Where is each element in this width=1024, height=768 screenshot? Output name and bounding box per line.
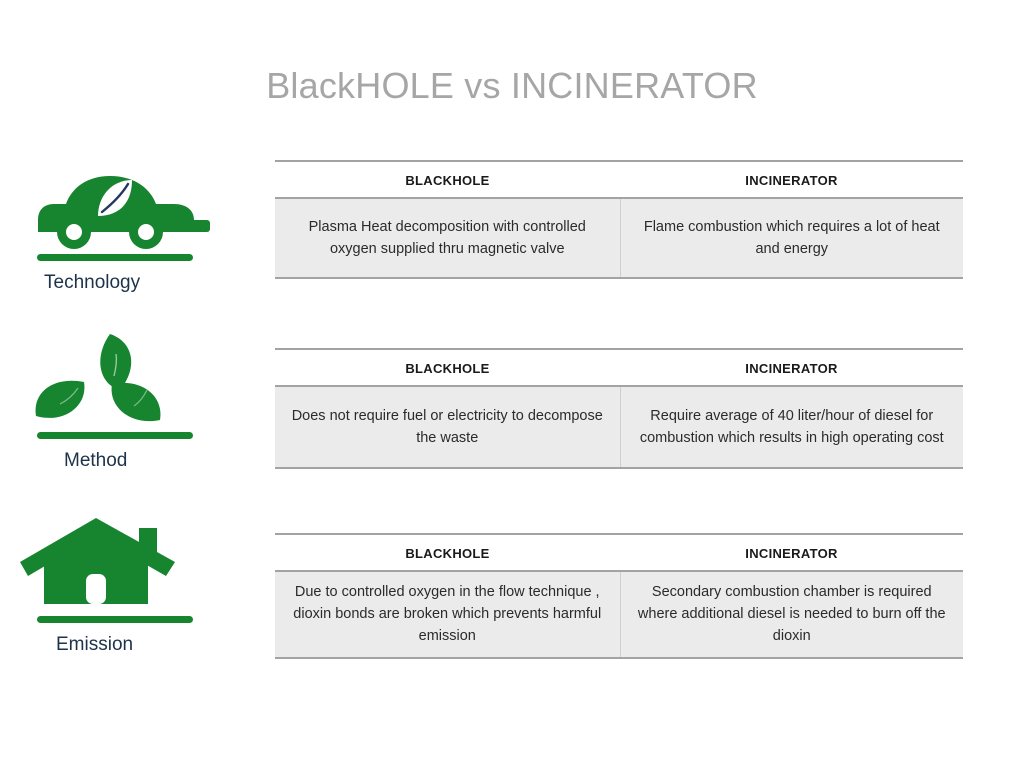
column-header-incinerator: INCINERATOR (620, 348, 963, 387)
page-title: BlackHOLE vs INCINERATOR (266, 65, 758, 106)
cell-incinerator-method: Require average of 40 liter/hour of dies… (620, 386, 963, 469)
eco-car-icon (14, 162, 214, 254)
comparison-table-method: BLACKHOLE INCINERATOR Does not require f… (275, 348, 963, 469)
icon-underline-method (37, 432, 193, 439)
column-header-incinerator: INCINERATOR (620, 533, 963, 572)
house-icon (14, 516, 214, 616)
category-icon-emission: Emission (14, 516, 214, 658)
table-header-row: BLACKHOLE INCINERATOR (275, 533, 963, 572)
column-header-blackhole: BLACKHOLE (275, 348, 620, 387)
category-icon-technology: Technology (14, 162, 214, 296)
table-header-row: BLACKHOLE INCINERATOR (275, 348, 963, 387)
column-header-blackhole: BLACKHOLE (275, 160, 620, 199)
category-label-technology: Technology (44, 272, 141, 293)
column-header-incinerator: INCINERATOR (620, 160, 963, 199)
cell-blackhole-method: Does not require fuel or electricity to … (275, 386, 621, 469)
cell-blackhole-emission: Due to controlled oxygen in the flow tec… (275, 571, 621, 659)
icon-underline-technology (37, 254, 193, 261)
table-row: Does not require fuel or electricity to … (275, 386, 963, 469)
cell-blackhole-technology: Plasma Heat decomposition with controlle… (275, 198, 621, 279)
category-label-emission: Emission (56, 634, 134, 655)
three-leaves-icon (14, 332, 214, 432)
column-header-blackhole: BLACKHOLE (275, 533, 620, 572)
table-header-row: BLACKHOLE INCINERATOR (275, 160, 963, 199)
comparison-table-emission: BLACKHOLE INCINERATOR Due to controlled … (275, 533, 963, 659)
cell-incinerator-emission: Secondary combustion chamber is required… (620, 571, 963, 659)
category-icon-method: Method (14, 332, 214, 474)
icon-underline-emission (37, 616, 193, 623)
table-row: Due to controlled oxygen in the flow tec… (275, 571, 963, 659)
category-label-method: Method (64, 450, 128, 471)
table-row: Plasma Heat decomposition with controlle… (275, 198, 963, 279)
cell-incinerator-technology: Flame combustion which requires a lot of… (620, 198, 963, 279)
comparison-table-technology: BLACKHOLE INCINERATOR Plasma Heat decomp… (275, 160, 963, 279)
